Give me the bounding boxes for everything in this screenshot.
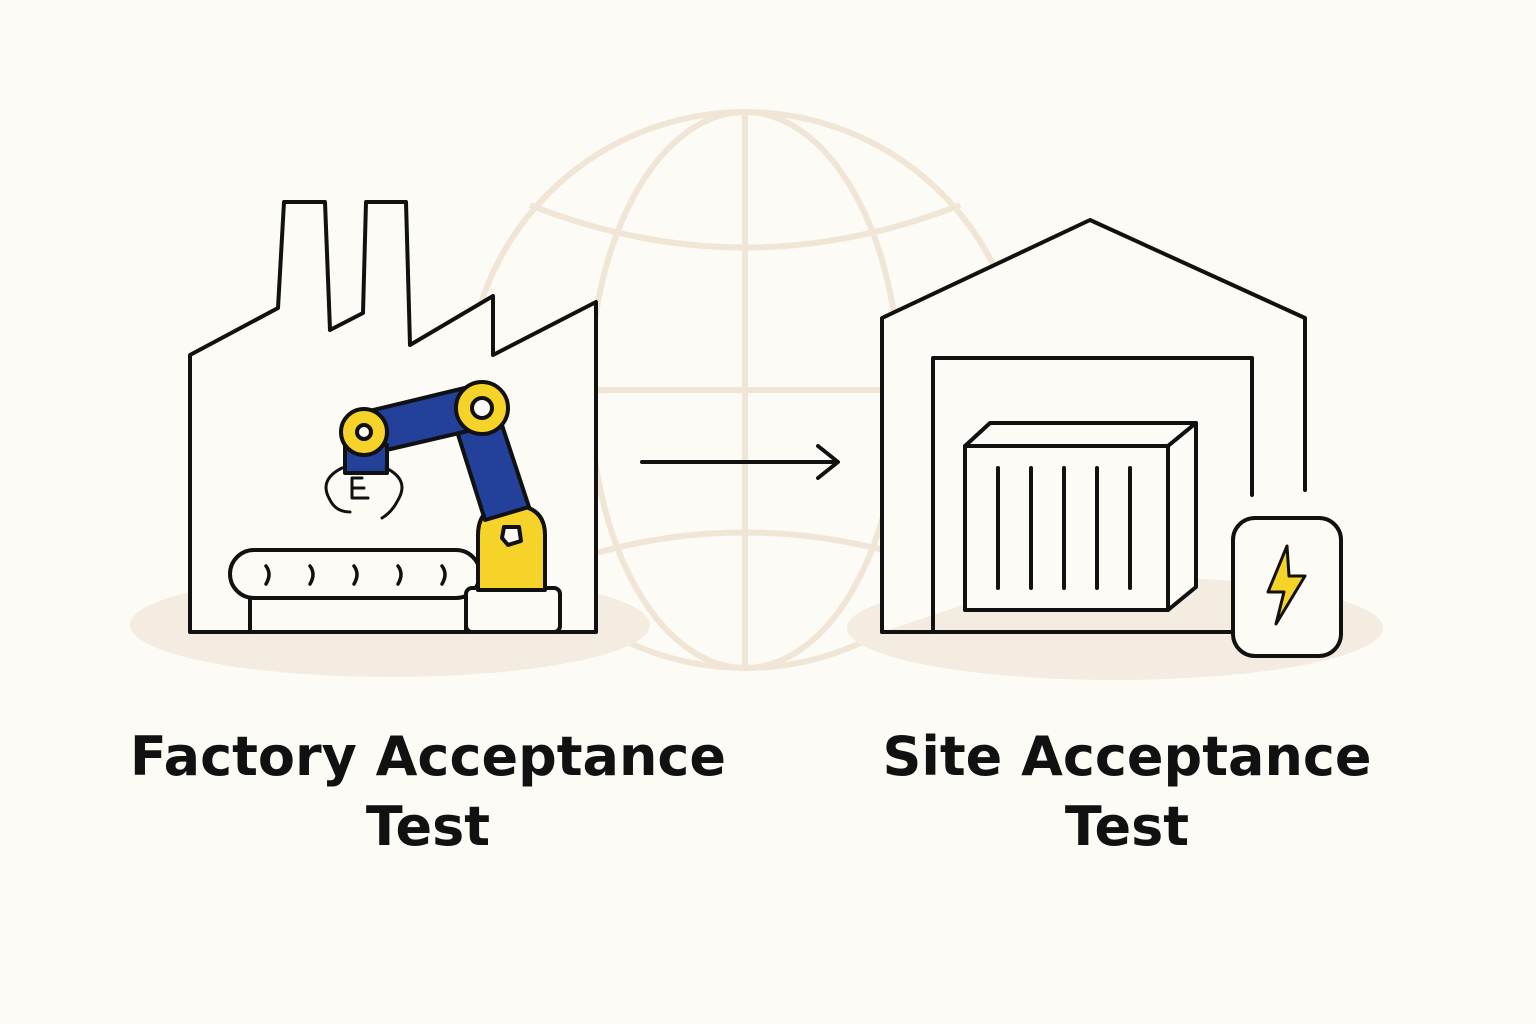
- site-acceptance-test-label: Site Acceptance Test: [777, 722, 1477, 862]
- factory-caption-line2: Test: [365, 795, 491, 858]
- lightning-bolt-icon: [1231, 516, 1343, 658]
- site-caption-line2: Test: [1064, 795, 1190, 858]
- site-caption-line1: Site Acceptance: [882, 725, 1372, 788]
- shipping-container-icon: [963, 421, 1198, 612]
- arrow-right-icon: [640, 444, 840, 480]
- factory-caption-line1: Factory Acceptance: [129, 725, 727, 788]
- factory-acceptance-test-label: Factory Acceptance Test: [78, 722, 778, 862]
- robot-arm-icon: [324, 380, 562, 634]
- conveyor-belt-icon: [228, 548, 482, 634]
